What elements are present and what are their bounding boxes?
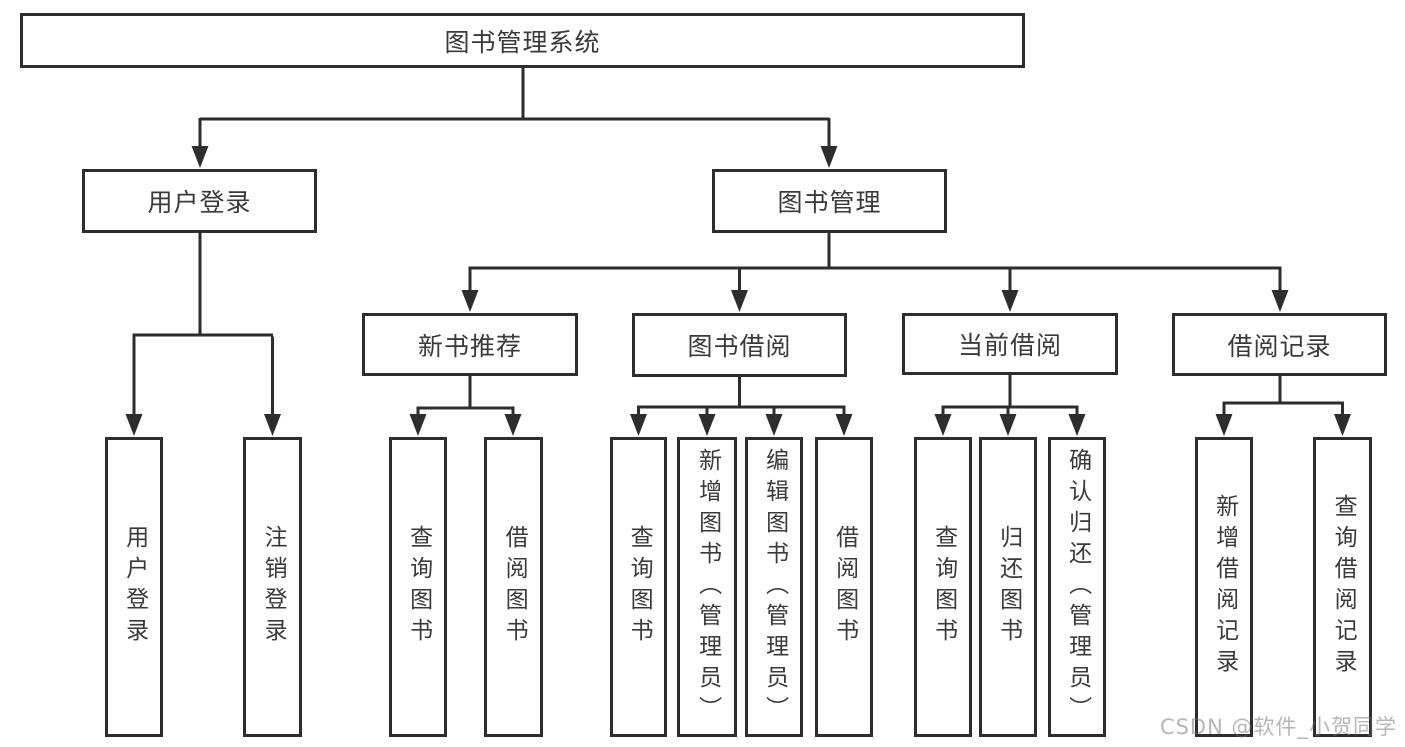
arrowheads [125,146,1351,436]
leaf-add-borrow-record: 新增借阅记录 [1195,437,1253,737]
node-current-borrow: 当前借阅 [902,313,1118,375]
csdn-watermark: CSDN @软件_小贺同学 [1159,715,1397,739]
leaf-borrow-book-1: 借阅图书 [484,437,543,737]
node-user-login-branch: 用户登录 [82,169,317,233]
leaf-confirm-return-admin: 确认归还（管理员） [1048,437,1106,737]
leaf-add-book-admin: 新增图书（管理员） [677,437,737,737]
leaf-query-borrow-record: 查询借阅记录 [1313,437,1372,737]
leaf-edit-book-admin: 编辑图书（管理员） [745,437,803,737]
leaf-return-book: 归还图书 [979,437,1037,737]
leaf-query-book-1: 查询图书 [389,437,447,737]
leaf-query-book-2: 查询图书 [610,437,667,737]
leaf-user-login: 用户登录 [105,437,163,737]
node-root-system: 图书管理系统 [20,13,1025,68]
node-book-borrow: 图书借阅 [632,313,847,377]
connector-paths [132,68,1344,418]
leaf-logout: 注销登录 [243,437,302,737]
leaf-query-book-3: 查询图书 [914,437,972,737]
node-new-book-recommend: 新书推荐 [362,313,578,376]
leaf-borrow-book-2: 借阅图书 [815,437,873,737]
node-borrow-records: 借阅记录 [1172,313,1387,376]
node-book-management-branch: 图书管理 [712,169,947,233]
